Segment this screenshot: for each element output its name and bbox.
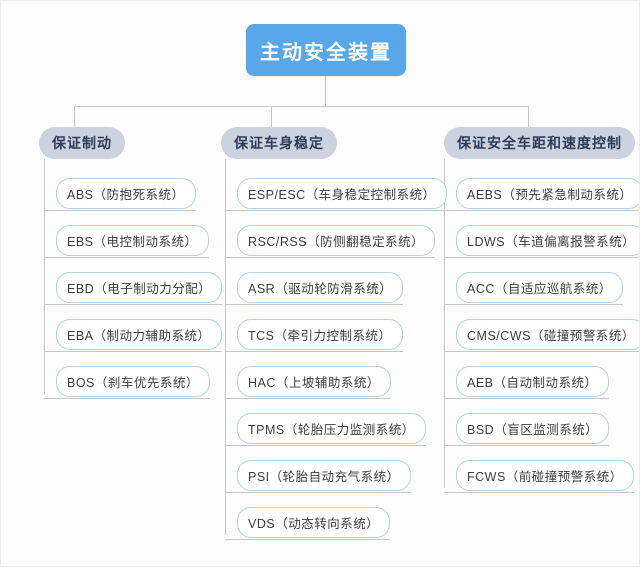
spine-line-stability — [225, 159, 226, 535]
leaf-pill-ebd: EBD（电子制动力分配） — [56, 272, 223, 303]
leaf-node-acc: ACC（自适应巡航系统） — [444, 272, 623, 305]
spine-line-distance — [444, 159, 445, 488]
branch-drop-line-distance — [528, 106, 529, 128]
branch-node-braking: 保证制动 — [39, 127, 125, 159]
leaf-node-bos: BOS（刹车优先系统） — [44, 366, 210, 399]
leaf-node-abs: ABS（防抱死系统） — [44, 178, 196, 211]
leaf-pill-hac: HAC（上坡辅助系统） — [237, 366, 391, 397]
leaf-node-cms-cws: CMS/CWS（碰撞预警系统） — [444, 319, 639, 352]
leaf-pill-tpms: TPMS（轮胎压力监测系统） — [237, 413, 426, 444]
leaf-pill-aeb: AEB（自动制动系统） — [456, 366, 609, 397]
branch-drop-line-braking — [74, 106, 75, 128]
branch-node-distance: 保证安全车距和速度控制 — [444, 127, 635, 159]
leaf-node-bsd: BSD（盲区监测系统） — [444, 413, 610, 446]
leaf-pill-ebs: EBS（电控制动系统） — [56, 225, 209, 256]
leaf-node-ebs: EBS（电控制动系统） — [44, 225, 209, 258]
leaf-pill-bos: BOS（刹车优先系统） — [56, 366, 210, 397]
leaf-pill-asr: ASR（驱动轮防滑系统） — [237, 272, 404, 303]
leaf-node-psi: PSI（轮胎自动充气系统） — [225, 460, 411, 493]
leaf-pill-vds: VDS（动态转向系统） — [237, 507, 391, 538]
branch-drop-line-stability — [271, 106, 272, 128]
branch-bus-line — [74, 106, 529, 107]
leaf-pill-eba: EBA（制动力辅助系统） — [56, 319, 222, 350]
root-node: 主动安全装置 — [246, 24, 406, 76]
leaf-node-ebd: EBD（电子制动力分配） — [44, 272, 223, 305]
leaf-node-tpms: TPMS（轮胎压力监测系统） — [225, 413, 426, 446]
leaf-pill-rsc-rss: RSC/RSS（防侧翻稳定系统） — [237, 225, 436, 256]
leaf-node-aebs: AEBS（预先紧急制动系统） — [444, 178, 639, 211]
leaf-node-hac: HAC（上坡辅助系统） — [225, 366, 391, 399]
leaf-node-ldws: LDWS（车道偏离报警系统） — [444, 225, 639, 258]
leaf-pill-fcws: FCWS（前碰撞预警系统） — [456, 460, 634, 491]
leaf-pill-bsd: BSD（盲区监测系统） — [456, 413, 610, 444]
leaf-node-vds: VDS（动态转向系统） — [225, 507, 391, 540]
leaf-node-aeb: AEB（自动制动系统） — [444, 366, 609, 399]
leaf-pill-psi: PSI（轮胎自动充气系统） — [237, 460, 411, 491]
leaf-node-fcws: FCWS（前碰撞预警系统） — [444, 460, 634, 493]
leaf-node-eba: EBA（制动力辅助系统） — [44, 319, 222, 352]
spine-line-braking — [44, 159, 45, 394]
leaf-pill-abs: ABS（防抱死系统） — [56, 178, 196, 209]
branch-node-stability: 保证车身稳定 — [221, 127, 337, 159]
leaf-pill-tcs: TCS（牵引力控制系统） — [237, 319, 403, 350]
leaf-pill-aebs: AEBS（预先紧急制动系统） — [456, 178, 639, 209]
root-stem-line — [325, 76, 326, 106]
leaf-pill-esp-esc: ESP/ESC（车身稳定控制系统） — [237, 178, 447, 209]
leaf-node-esp-esc: ESP/ESC（车身稳定控制系统） — [225, 178, 447, 211]
leaf-pill-ldws: LDWS（车道偏离报警系统） — [456, 225, 639, 256]
leaf-pill-acc: ACC（自适应巡航系统） — [456, 272, 623, 303]
leaf-pill-cms-cws: CMS/CWS（碰撞预警系统） — [456, 319, 639, 350]
leaf-node-tcs: TCS（牵引力控制系统） — [225, 319, 403, 352]
leaf-node-rsc-rss: RSC/RSS（防侧翻稳定系统） — [225, 225, 436, 258]
leaf-node-asr: ASR（驱动轮防滑系统） — [225, 272, 404, 305]
